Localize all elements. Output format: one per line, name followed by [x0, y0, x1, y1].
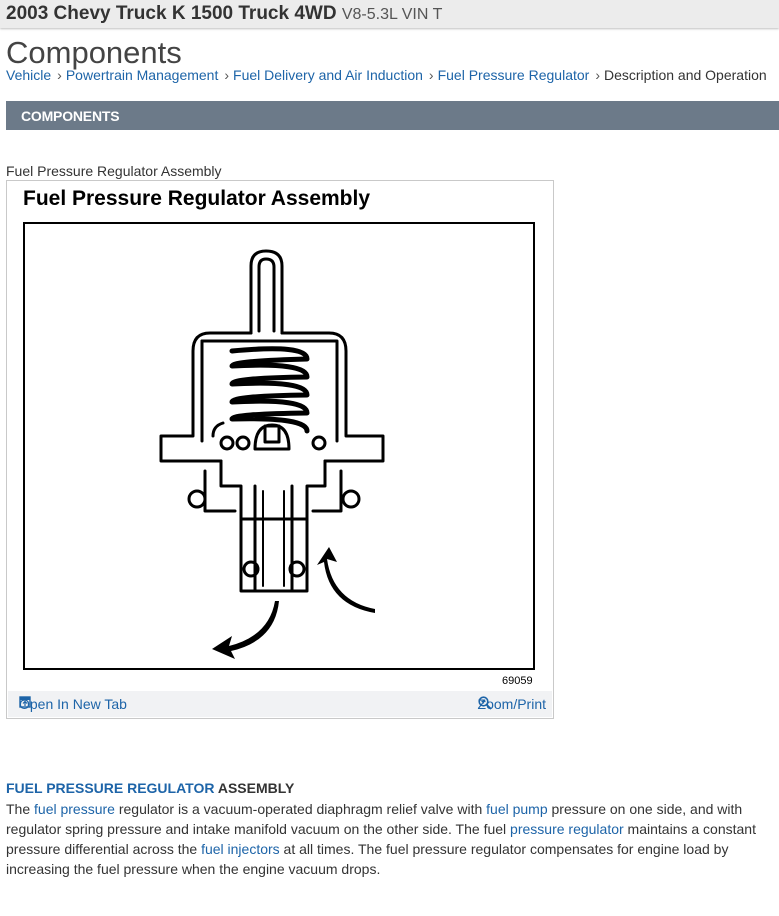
breadcrumb-vehicle[interactable]: Vehicle	[6, 67, 52, 83]
chevron-right-icon: ›	[428, 67, 434, 83]
figure-number: 69059	[502, 675, 533, 687]
zoom-print-button[interactable]: Zoom/Print	[477, 696, 546, 712]
flow-arrows	[212, 547, 375, 659]
description-heading: FUEL PRESSURE REGULATOR ASSEMBLY	[6, 780, 295, 796]
breadcrumb-current: Description and Operation	[604, 67, 767, 83]
section-header-label: COMPONENTS	[21, 108, 120, 124]
description-paragraph: The fuel pressure regulator is a vacuum-…	[6, 801, 756, 877]
link-fuel-pump[interactable]: fuel pump	[486, 801, 548, 817]
link-pressure-regulator[interactable]: pressure regulator	[510, 821, 624, 837]
fuel-pressure-regulator-diagram[interactable]: Fuel Pressure Regulator Assembly 69059	[7, 181, 553, 691]
figure-caption: Fuel Pressure Regulator Assembly	[6, 163, 222, 179]
zoom-icon	[477, 696, 492, 710]
chevron-right-icon: ›	[224, 67, 230, 83]
breadcrumb: Vehicle›Powertrain Management›Fuel Deliv…	[6, 67, 779, 83]
chevron-right-icon: ›	[595, 67, 600, 83]
link-fuel-injectors[interactable]: fuel injectors	[201, 841, 280, 857]
page-title: Components	[6, 34, 182, 70]
diagram-frame	[23, 222, 535, 670]
chevron-right-icon: ›	[57, 67, 62, 83]
figure-toolbar: Open In New Tab Zoom/Print	[8, 691, 552, 717]
link-fuel-pressure-regulator-heading[interactable]: FUEL PRESSURE REGULATOR	[6, 780, 215, 796]
vehicle-header-bar: 2003 Chevy Truck K 1500 Truck 4WD V8-5.3…	[0, 0, 779, 28]
figure-container: Fuel Pressure Regulator Assembly 69059	[6, 180, 554, 719]
link-fuel-pressure[interactable]: fuel pressure	[34, 801, 115, 817]
breadcrumb-fuel-delivery[interactable]: Fuel Delivery and Air Induction	[233, 67, 423, 83]
regulator-drawing	[159, 249, 385, 593]
breadcrumb-fuel-pressure-regulator[interactable]: Fuel Pressure Regulator	[437, 67, 590, 83]
open-in-new-tab-icon	[19, 696, 31, 708]
vehicle-engine: V8-5.3L VIN T	[341, 6, 443, 23]
vehicle-title: 2003 Chevy Truck K 1500 Truck 4WD V8-5.3…	[6, 3, 443, 24]
section-header: COMPONENTS	[6, 101, 779, 130]
diagram-title: Fuel Pressure Regulator Assembly	[23, 187, 370, 210]
breadcrumb-powertrain-management[interactable]: Powertrain Management	[65, 67, 219, 83]
open-in-new-tab-button[interactable]: Open In New Tab	[19, 696, 127, 712]
